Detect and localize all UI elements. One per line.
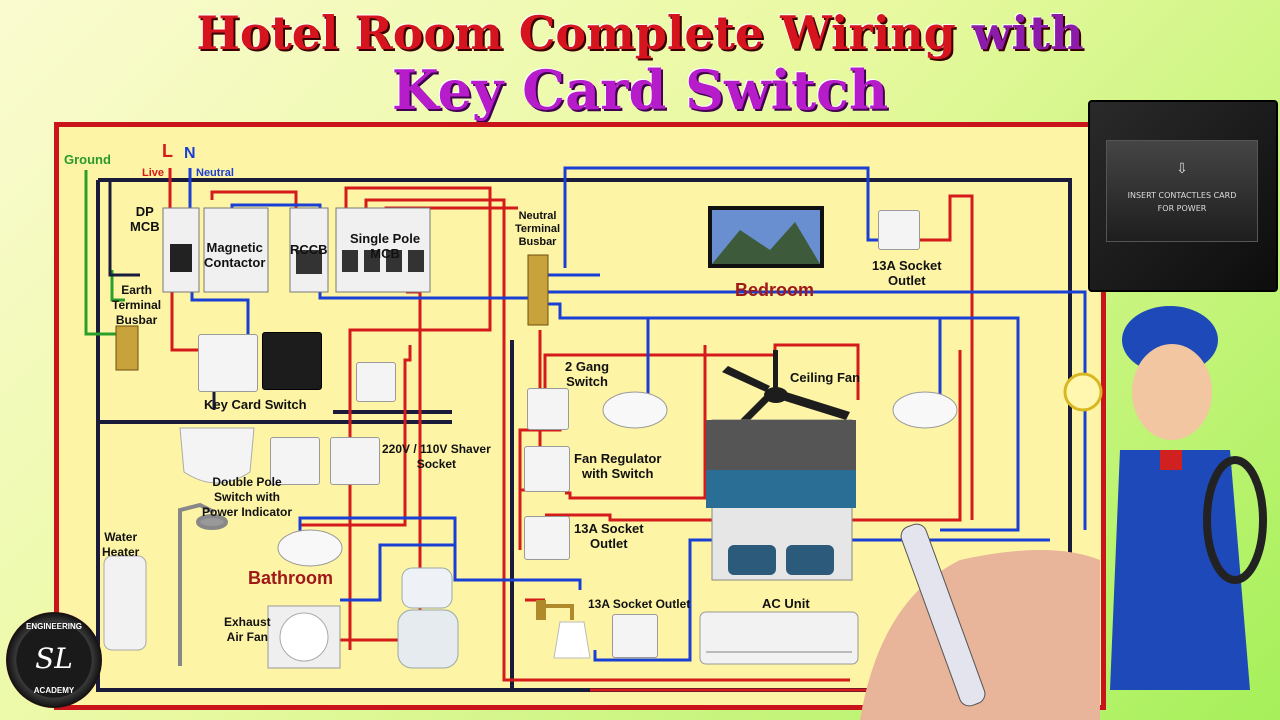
busbars [115, 254, 549, 371]
shaver-socket-device [330, 437, 380, 485]
shower-illustration [178, 502, 228, 666]
neutral-busbar-label: Neutral Terminal Busbar [515, 210, 561, 248]
ac-unit-illustration [699, 611, 859, 665]
double-pole-switch-device [270, 437, 320, 485]
engineering-academy-logo: ENGINEERING SL ACADEMY [6, 612, 102, 708]
live-letter: L [162, 141, 173, 161]
title-line2: Key Card Switch [391, 58, 889, 122]
bathroom-label: Bathroom [248, 568, 333, 588]
fan-regulator-device [524, 446, 570, 492]
exhaust-fan-illustration [267, 605, 341, 669]
middle-socket-label: 13A Socket Outlet [574, 521, 644, 551]
exhaust-fan-label: Exhaust Air Fan [224, 615, 271, 644]
two-gang-switch-device [527, 388, 569, 430]
card-slot: ⇩ INSERT CONTACTLES CARD FOR POWER [1106, 140, 1258, 242]
neutral-letter: N [184, 145, 196, 162]
title-line1: Hotel Room Complete Wiring with [0, 6, 1280, 60]
key-card-panel-photo: ⇩ INSERT CONTACTLES CARD FOR POWER [1088, 100, 1278, 292]
bed-illustration [706, 419, 856, 581]
title-with: with [971, 6, 1084, 60]
bathroom-switch-device [356, 362, 396, 402]
ceiling-lights [277, 391, 958, 567]
single-pole-mcb-label: Single Pole MCB [350, 231, 421, 261]
magnetic-contactor-label: Magnetic Contactor [204, 240, 266, 270]
down-arrow-icon: ⇩ [1176, 161, 1188, 177]
shaver-socket-label: 220V / 110V Shaver Socket [382, 442, 491, 471]
sink-illustration [179, 427, 255, 484]
dp-mcb-label: DP MCB [130, 204, 160, 234]
bedroom-socket-device [878, 210, 920, 250]
ac-socket-device [612, 614, 658, 658]
ceiling-fan-icon [722, 350, 850, 430]
technician-illustration [1063, 306, 1267, 690]
ground-label: Ground [64, 152, 111, 167]
card-instruction-line2: FOR POWER [1157, 204, 1207, 213]
water-heater-illustration [103, 555, 147, 651]
card-instruction-line1: INSERT CONTACTLES CARD [1127, 191, 1237, 200]
wall-lamp-illustration [536, 600, 591, 659]
water-heater-label: Water Heater [102, 530, 140, 559]
logo-mark: SL [35, 642, 73, 675]
live-label: Live [142, 167, 165, 179]
earth-wires [84, 170, 125, 336]
ac-socket-label: 13A Socket Outlet [588, 597, 691, 611]
key-card-switch-label: Key Card Switch [204, 397, 307, 412]
title-main: Hotel Room Complete Wiring [196, 6, 956, 60]
logo-top-text: ENGINEERING [25, 622, 82, 631]
two-gang-label: 2 Gang Switch [565, 359, 610, 389]
middle-socket-device [524, 516, 570, 560]
toilet-illustration [397, 567, 459, 669]
earth-busbar-label: Earth Terminal Busbar [112, 283, 162, 327]
hand-illustration [860, 523, 1100, 720]
fan-regulator-label: Fan Regulator with Switch [574, 451, 662, 481]
ac-unit-label: AC Unit [762, 596, 810, 611]
double-pole-label: Double Pole Switch with Power Indicator [202, 475, 293, 519]
key-card-switch-device [198, 334, 258, 392]
neutral-label: Neutral [196, 167, 234, 179]
ceiling-fan-label: Ceiling Fan [790, 370, 861, 385]
bedroom-label: Bedroom [735, 280, 815, 300]
bedroom-socket-label: 13A Socket Outlet [872, 258, 942, 288]
key-card-holder-device [262, 332, 322, 390]
distribution-devices [162, 207, 431, 293]
tv-illustration [708, 206, 824, 268]
rccb-label: RCCB [290, 242, 328, 257]
logo-bottom-text: ACADEMY [33, 686, 75, 695]
neutral-wires [188, 166, 1087, 662]
